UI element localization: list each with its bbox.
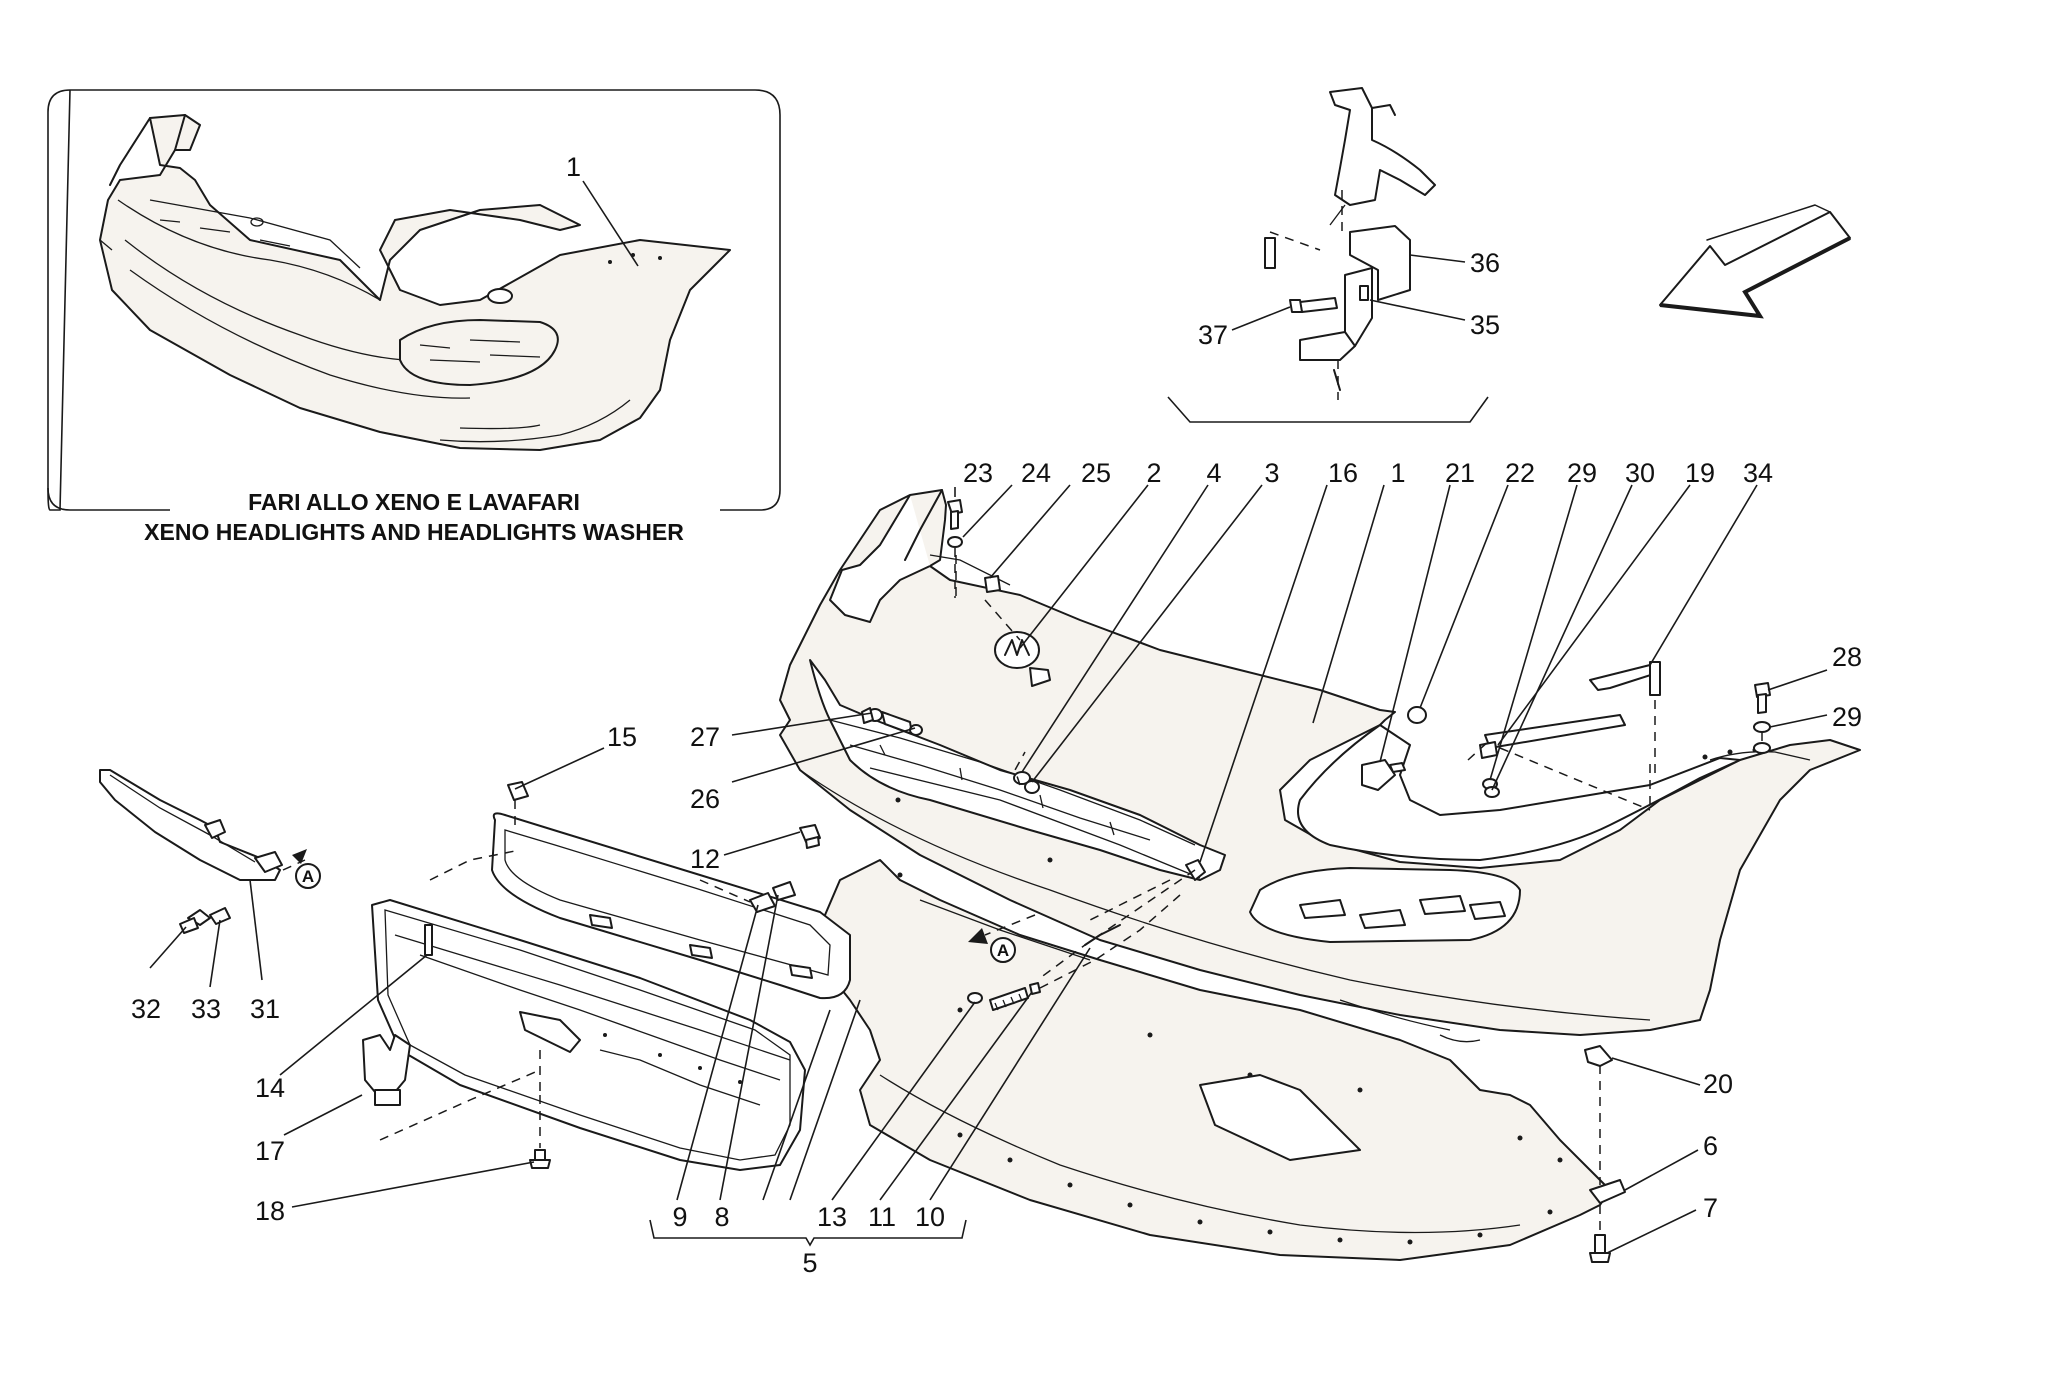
fasteners — [295, 499, 1771, 1011]
callout-32: 32 — [131, 994, 161, 1024]
callout-17: 17 — [255, 1136, 285, 1166]
callout-15: 15 — [607, 722, 637, 752]
callout-37: 37 — [1198, 320, 1228, 350]
reference-marker-left: A — [302, 867, 314, 886]
maserati-badge-icon — [994, 631, 1051, 687]
callout-14: 14 — [255, 1073, 285, 1103]
callout-22: 22 — [1505, 458, 1535, 488]
callout-12: 12 — [690, 844, 720, 874]
callout-6: 6 — [1703, 1131, 1718, 1161]
callout-13: 13 — [817, 1202, 847, 1232]
main-bumper-cover — [779, 489, 1861, 1043]
inset-caption-line1: FARI ALLO XENO E LAVAFARI — [248, 489, 580, 515]
reference-marker-center: A — [997, 941, 1009, 960]
leader-lines — [149, 484, 1828, 1263]
callout-26: 26 — [690, 784, 720, 814]
callout-34: 34 — [1743, 458, 1773, 488]
callout-8: 8 — [714, 1202, 729, 1232]
callout-29-top: 29 — [1567, 458, 1597, 488]
callout-29-right: 29 — [1832, 702, 1862, 732]
callout-2: 2 — [1146, 458, 1161, 488]
callout-35: 35 — [1470, 310, 1500, 340]
callout-5: 5 — [802, 1248, 817, 1278]
callout-21: 21 — [1445, 458, 1475, 488]
grille-assembly — [362, 781, 851, 1171]
tray-edge-holes — [957, 1132, 1563, 1245]
callout-11: 11 — [868, 1202, 896, 1232]
callout-28: 28 — [1832, 642, 1862, 672]
front-direction-arrow-icon — [1659, 204, 1851, 319]
callout-9: 9 — [672, 1202, 687, 1232]
callout-25: 25 — [1081, 458, 1111, 488]
callout-4: 4 — [1206, 458, 1221, 488]
callout-1: 1 — [1390, 458, 1405, 488]
inset-part-label: 1 — [566, 152, 581, 182]
callout-23: 23 — [963, 458, 993, 488]
callout-19: 19 — [1685, 458, 1715, 488]
callout-20: 20 — [1703, 1069, 1733, 1099]
callout-16: 16 — [1328, 458, 1358, 488]
callout-33: 33 — [191, 994, 221, 1024]
callout-27: 27 — [690, 722, 720, 752]
inset-bumper — [99, 114, 731, 451]
callout-31: 31 — [250, 994, 280, 1024]
inset-caption-line2: XENO HEADLIGHTS AND HEADLIGHTS WASHER — [144, 519, 684, 545]
side-trim-panel — [99, 769, 307, 934]
inset-panel: 1 FARI ALLO XENO E LAVAFARI XENO HEADLIG… — [47, 89, 781, 545]
callout-24: 24 — [1021, 458, 1051, 488]
callout-7: 7 — [1703, 1193, 1718, 1223]
callout-18: 18 — [255, 1196, 285, 1226]
callout-30: 30 — [1625, 458, 1655, 488]
callout-10: 10 — [915, 1202, 945, 1232]
callout-3: 3 — [1264, 458, 1279, 488]
callout-labels: 23 24 25 2 4 3 16 1 21 22 29 30 19 34 36… — [131, 248, 1862, 1278]
bracket-assembly — [1167, 87, 1489, 423]
callout-36: 36 — [1470, 248, 1500, 278]
